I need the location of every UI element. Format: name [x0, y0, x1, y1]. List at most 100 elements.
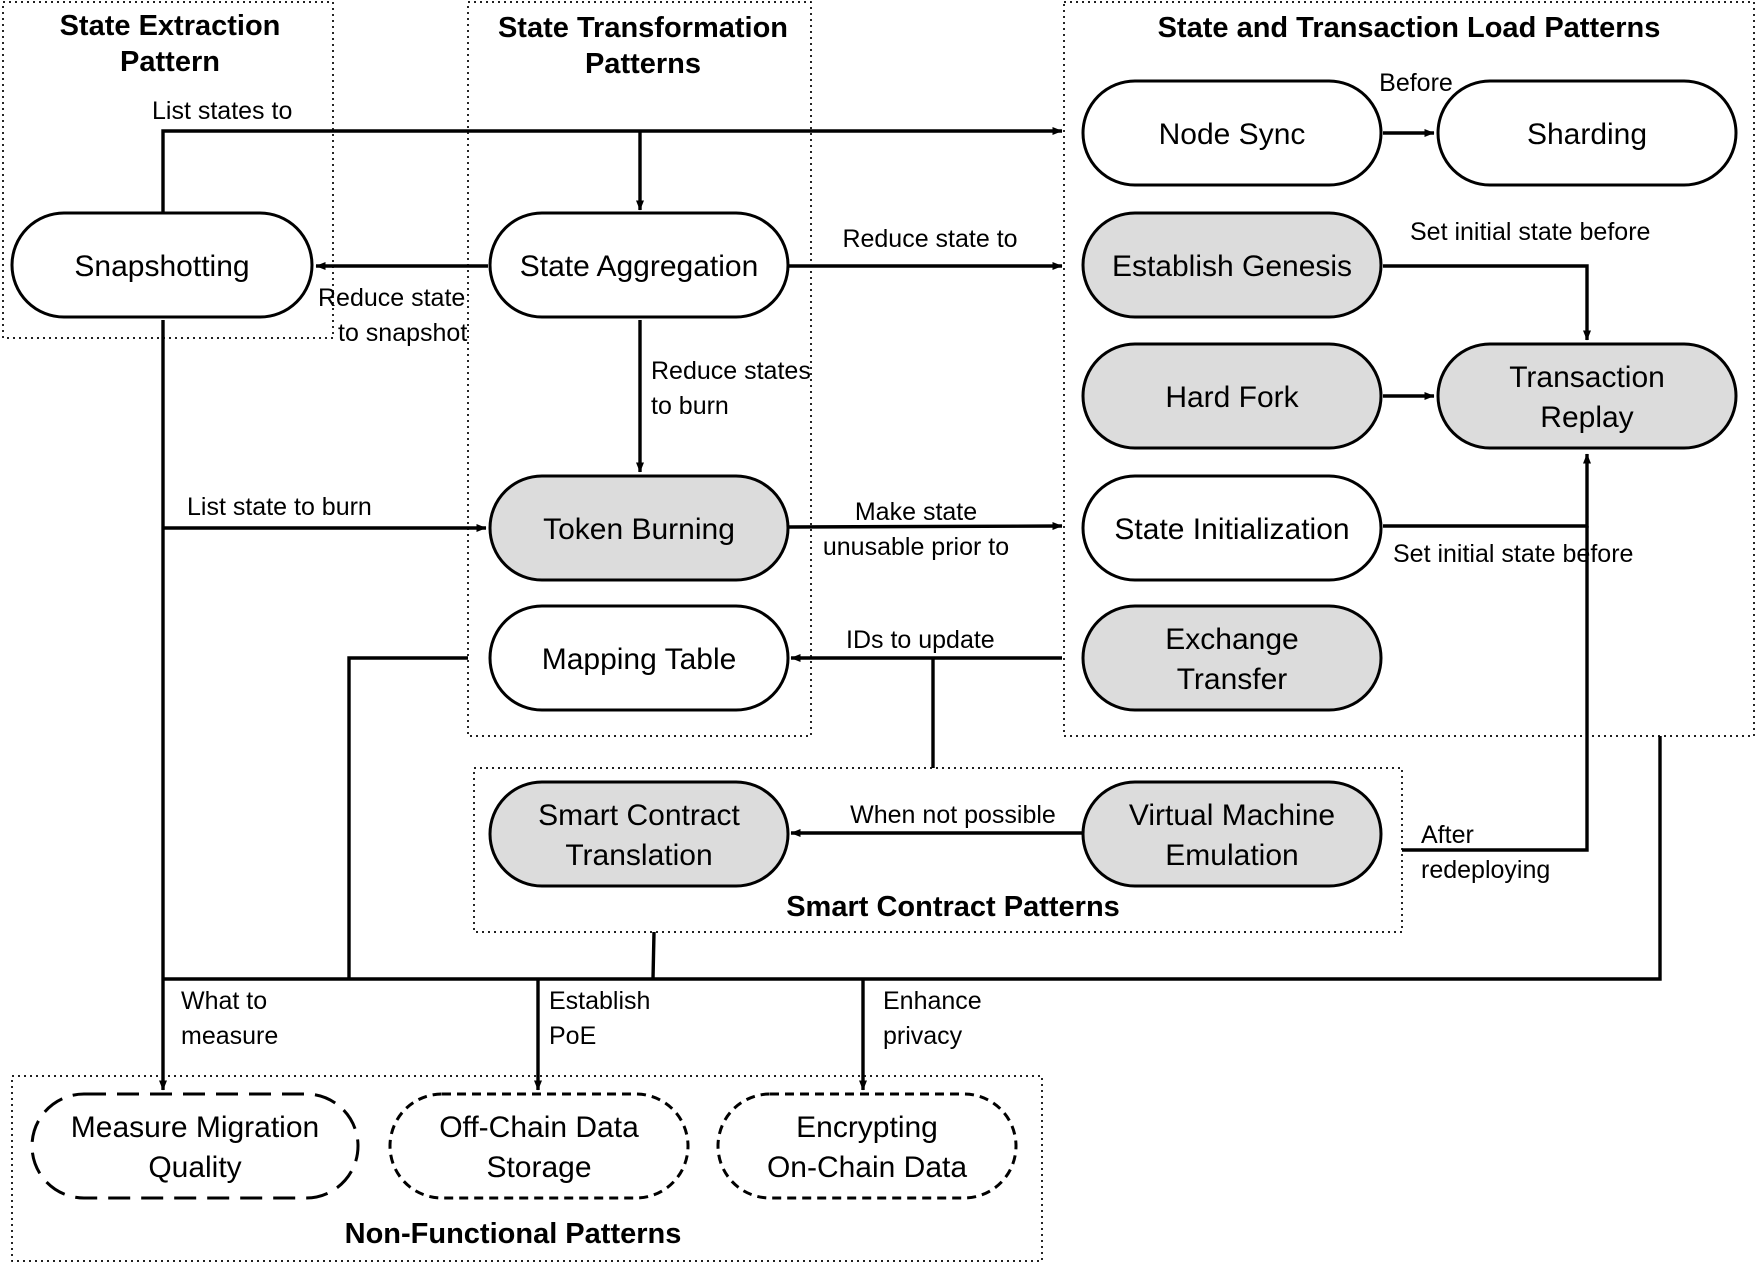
text-line: Measure Migration	[71, 1111, 319, 1144]
edge-label-list-states-to: List states to	[152, 97, 292, 125]
text-line: Reduce states	[651, 357, 811, 385]
pattern-hard-fork: Hard Fork	[1081, 342, 1383, 450]
pattern-shape	[716, 1092, 1018, 1200]
edge-label-list-state-to-burn: List state to burn	[187, 493, 372, 521]
pattern-shape	[1081, 780, 1383, 888]
group-title-state-transaction-load: State and Transaction Load Patterns	[1158, 12, 1661, 44]
pattern-snapshotting: Snapshotting	[10, 211, 314, 319]
text-line: Make state	[855, 498, 977, 526]
edge-label-set-initial-state-before-genesis: Set initial state before	[1410, 218, 1650, 246]
text-line: State Transformation	[498, 12, 788, 44]
text-line: Transaction	[1509, 361, 1665, 394]
edge-token-burning-to-state-initialization	[788, 522, 1063, 531]
text-line: State Initialization	[1114, 513, 1349, 546]
text-line: What to	[181, 987, 267, 1015]
text-line: List states to	[152, 97, 292, 125]
pattern-shape	[488, 211, 790, 319]
pattern-node-sync: Node Sync	[1081, 79, 1383, 187]
text-line: Quality	[148, 1151, 241, 1184]
pattern-shape	[388, 1092, 690, 1200]
text-line: When not possible	[850, 801, 1056, 829]
text-line: Non-Functional Patterns	[345, 1218, 682, 1250]
edge-label-ids-to-update: IDs to update	[846, 626, 995, 654]
edge-snapshotting-to-load-group	[161, 127, 1063, 212]
text-line: PoE	[549, 1022, 596, 1050]
text-line: State Extraction	[60, 10, 281, 42]
group-title-non-functional: Non-Functional Patterns	[345, 1218, 682, 1250]
pattern-shape	[1081, 79, 1383, 187]
text-line: Reduce state to	[842, 225, 1017, 253]
text-line: List state to burn	[187, 493, 372, 521]
pattern-establish-genesis: Establish Genesis	[1081, 211, 1383, 319]
text-line: Virtual Machine	[1129, 799, 1335, 832]
edge-label-make-state-unusable-prior-to: Make state unusable prior to	[823, 498, 1009, 561]
pattern-shape	[1081, 474, 1383, 582]
text-line: Reduce state	[318, 284, 465, 312]
pattern-state-aggregation: State Aggregation	[488, 211, 790, 319]
text-line: Translation	[565, 839, 712, 872]
pattern-mapping-table: Mapping Table	[488, 604, 790, 712]
pattern-label: State Initialization	[1114, 513, 1349, 546]
pattern-shape	[1081, 342, 1383, 450]
pattern-label: Hard Fork	[1165, 381, 1299, 414]
group-title-smart-contract: Smart Contract Patterns	[786, 891, 1120, 923]
text-line: Token Burning	[543, 513, 735, 546]
text-line: Emulation	[1165, 839, 1298, 872]
edge-smart-contract-group-to-bottom-bus	[651, 931, 656, 980]
pattern-label: Establish Genesis	[1112, 250, 1352, 283]
edge-establish-genesis-to-transaction-replay	[1383, 264, 1591, 341]
text-line: Establish	[549, 987, 650, 1015]
pattern-label: Token Burning	[543, 513, 735, 546]
text-line: Exchange	[1165, 623, 1298, 656]
text-line: Off-Chain Data	[439, 1111, 639, 1144]
text-line: Node Sync	[1159, 118, 1306, 151]
text-line: Patterns	[585, 48, 701, 80]
text-line: State and Transaction Load Patterns	[1158, 12, 1661, 44]
pattern-shape	[1081, 604, 1383, 712]
text-line: After	[1421, 821, 1474, 849]
text-line: measure	[181, 1022, 278, 1050]
group-box-state-transaction-load	[1063, 1, 1755, 737]
edge-vm-emulation-to-transaction-replay	[1402, 526, 1589, 852]
pattern-label: Snapshotting	[74, 250, 249, 283]
connectors	[159, 127, 1662, 1091]
pattern-sharding: Sharding	[1436, 79, 1738, 187]
pattern-shape	[10, 211, 314, 319]
pattern-shape	[1436, 79, 1738, 187]
text-line: Before	[1379, 69, 1453, 97]
text-line: State Aggregation	[520, 250, 759, 283]
edge-label-when-not-possible: When not possible	[850, 801, 1056, 829]
pattern-shape	[1436, 342, 1738, 450]
text-line: Replay	[1540, 401, 1633, 434]
edge-label-what-to-measure: What to measure	[181, 987, 278, 1050]
text-line: unusable prior to	[823, 533, 1009, 561]
group-box-state-extraction	[2, 1, 334, 339]
group-box-state-transformation	[467, 1, 812, 737]
text-line: Sharding	[1527, 118, 1647, 151]
text-line: Transfer	[1177, 663, 1288, 696]
edge-label-reduce-state-to: Reduce state to	[842, 225, 1017, 253]
text-line: IDs to update	[846, 626, 995, 654]
edge-transformation-group-to-bottom-bus	[347, 656, 468, 979]
text-line: Set initial state before	[1410, 218, 1650, 246]
text-line: Establish Genesis	[1112, 250, 1352, 283]
text-line: privacy	[883, 1022, 963, 1050]
